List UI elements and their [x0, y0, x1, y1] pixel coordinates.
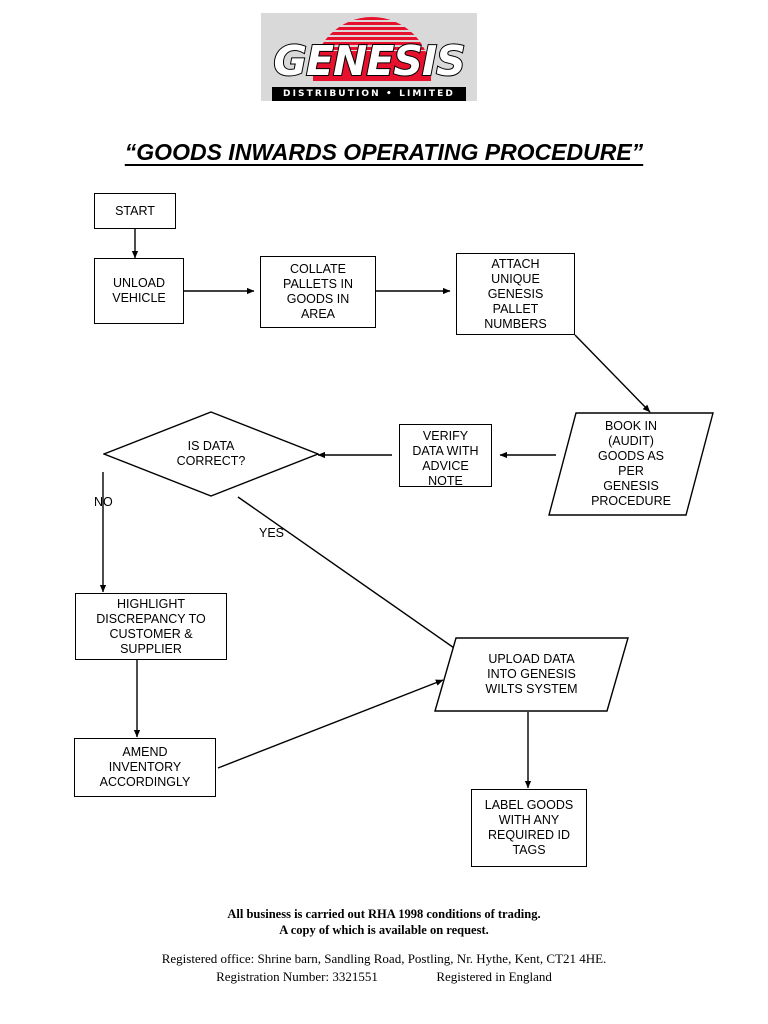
logo-wordmark: GENESIS: [272, 37, 466, 85]
logo-subtitle: DISTRIBUTION • LIMITED: [283, 89, 455, 99]
flow-node-is-data-correct-shape: [103, 411, 319, 497]
flow-node-upload-data-shape: [434, 637, 629, 712]
footer-registration-number: Registration Number: 3321551: [216, 969, 378, 984]
flow-node-book-in-shape: [548, 412, 714, 516]
flow-node-start[interactable]: START: [94, 193, 176, 229]
footer-terms-line2: A copy of which is available on request.: [279, 923, 489, 937]
footer-registered-in: Registered in England: [436, 969, 552, 984]
page-title: “GOODS INWARDS OPERATING PROCEDURE”: [124, 139, 644, 165]
logo-sunburst-solid: [313, 51, 431, 81]
logo-subtitle-bar: [272, 87, 466, 101]
footer-terms-line1: All business is carried out RHA 1998 con…: [227, 907, 541, 921]
edge-label-no: NO: [94, 495, 113, 509]
footer-registered-office: Registered office: Shrine barn, Sandling…: [161, 951, 607, 966]
company-logo: GENESIS DISTRIBUTION • LIMITED: [261, 13, 477, 101]
edge-label-yes: YES: [259, 526, 285, 540]
flow-node-start-label: START: [115, 203, 155, 218]
footer-registration-line: Registration Number: 3321551 Registered …: [0, 968, 768, 985]
